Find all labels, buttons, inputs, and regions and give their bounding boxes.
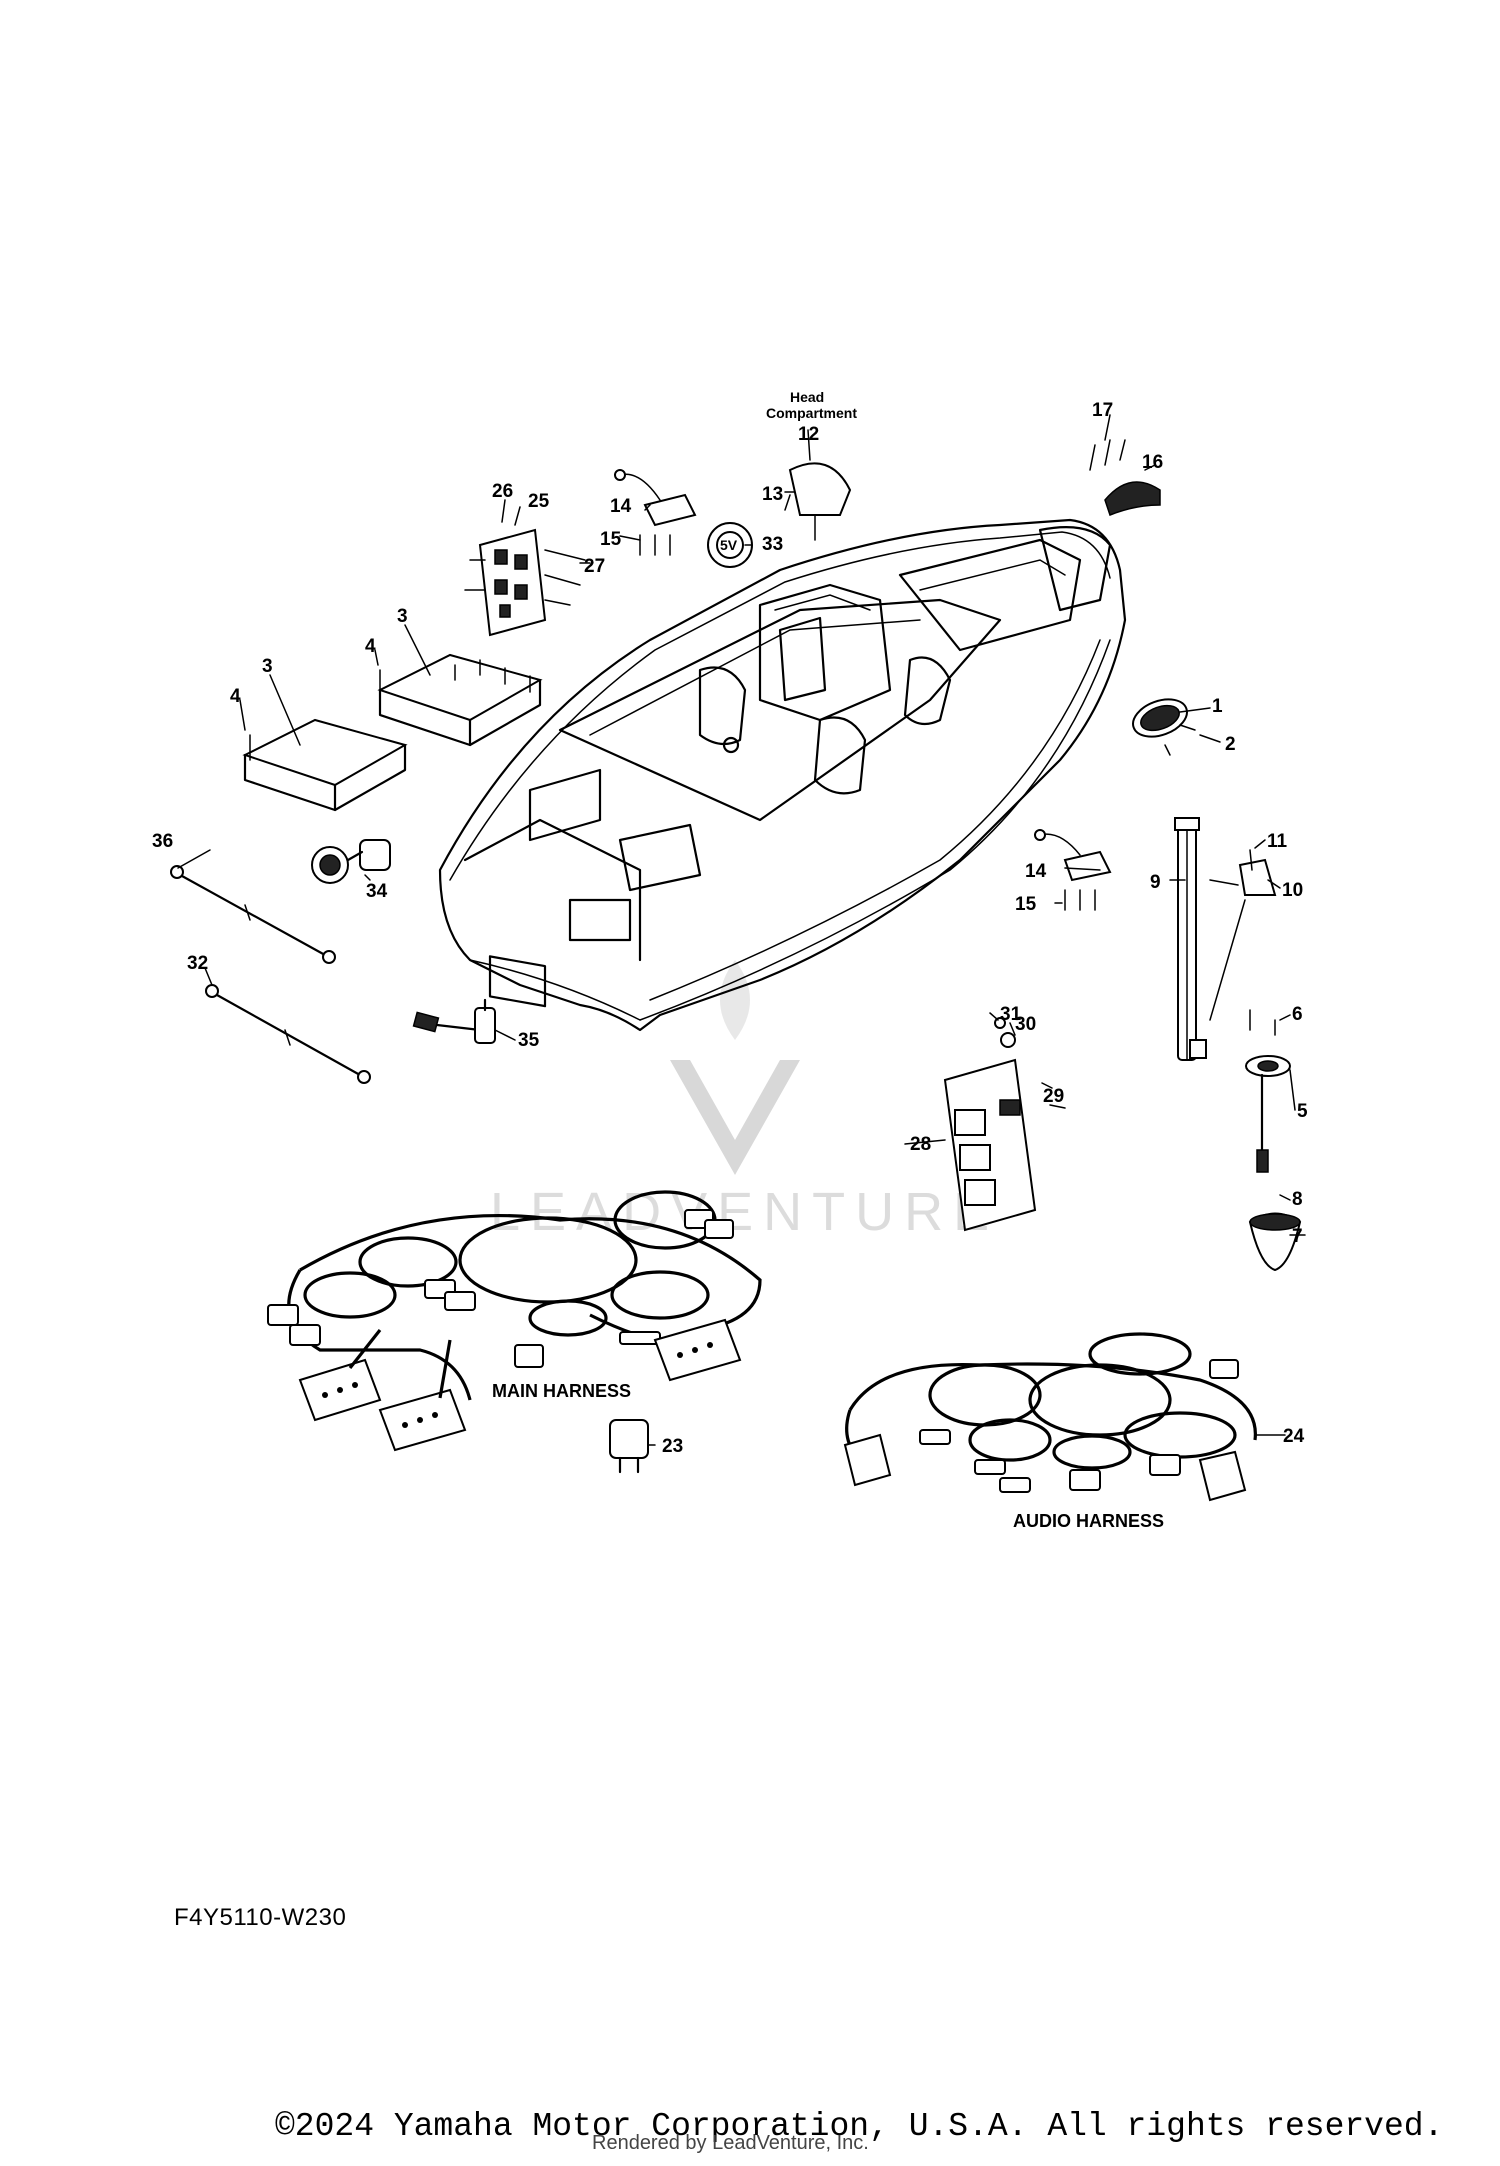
callout-30: 30 <box>1015 1014 1036 1035</box>
usb-charger-part-right <box>1034 829 1112 911</box>
callout-7: 7 <box>1292 1226 1303 1247</box>
socket-5v-label: 5V <box>720 537 738 553</box>
sensor-part-35 <box>412 998 496 1044</box>
callout-8: 8 <box>1292 1189 1303 1210</box>
head-compartment-light-part <box>784 462 852 541</box>
callout-34: 34 <box>366 881 388 902</box>
callout-11: 11 <box>1267 831 1288 852</box>
callout-14a: 14 <box>610 496 632 517</box>
watermark-text: LEADVENTURE <box>490 1182 999 1242</box>
callout-1: 1 <box>1212 696 1223 717</box>
callout-12: 12 <box>798 424 819 445</box>
usb-charger-part-top <box>614 469 697 556</box>
watermark-logo: LEADVENTURE <box>490 960 999 1242</box>
callout-2: 2 <box>1225 734 1236 755</box>
main-harness-label: MAIN HARNESS <box>492 1381 631 1401</box>
speaker-part-1 <box>1132 698 1196 756</box>
relay-part-23 <box>609 1419 649 1474</box>
callout-15a: 15 <box>600 529 622 550</box>
main-harness-wiring <box>267 1190 762 1452</box>
battery-cable-part-32 <box>205 984 371 1084</box>
copyright-notice: ©2024 Yamaha Motor Corporation, U.S.A. A… <box>275 2108 1444 2145</box>
bracket-part-10 <box>1209 849 1277 1021</box>
battery-cable-part-36 <box>170 865 336 964</box>
battery-switch-part <box>311 839 391 884</box>
callout-26: 26 <box>492 481 513 502</box>
callout-17: 17 <box>1092 400 1113 421</box>
diagram-code: F4Y5110-W230 <box>174 1904 347 1931</box>
callout-16: 16 <box>1142 452 1163 473</box>
audio-harness-wiring <box>843 1332 1257 1502</box>
callout-24: 24 <box>1283 1426 1305 1447</box>
5v-socket-part: 5V <box>707 522 753 568</box>
battery-tray-part-left <box>242 718 408 812</box>
callout-10: 10 <box>1282 880 1303 901</box>
callout-23: 23 <box>662 1436 683 1457</box>
bimini-pole-part-9 <box>1174 817 1207 1061</box>
speaker-grille-part-16 <box>1089 439 1161 516</box>
switch-panel-part <box>464 528 586 637</box>
callout-15b: 15 <box>1015 894 1037 915</box>
callout-36: 36 <box>152 831 173 852</box>
callout-labels: 1 2 3 3 4 4 5 6 7 8 9 10 11 12 13 14 14 … <box>152 389 1308 1531</box>
head-compartment-label-line1: Head <box>790 389 824 405</box>
callout-3b: 3 <box>397 606 408 627</box>
callout-25: 25 <box>528 491 550 512</box>
tray-bolts <box>249 659 531 761</box>
callout-4b: 4 <box>365 636 376 657</box>
callout-28: 28 <box>910 1134 931 1155</box>
audio-harness-label: AUDIO HARNESS <box>1013 1511 1164 1531</box>
callout-33: 33 <box>762 534 783 555</box>
callout-29: 29 <box>1043 1086 1064 1107</box>
control-module-part-28 <box>943 1017 1066 1232</box>
callout-3a: 3 <box>262 656 273 677</box>
callout-5: 5 <box>1297 1101 1308 1122</box>
callout-32: 32 <box>187 953 208 974</box>
light-part-7 <box>1248 1212 1302 1272</box>
callout-9: 9 <box>1150 872 1161 893</box>
callout-35: 35 <box>518 1030 540 1051</box>
leader-lines <box>177 414 1306 1446</box>
callout-13: 13 <box>762 484 783 505</box>
callout-6: 6 <box>1292 1004 1303 1025</box>
sender-part-5 <box>1245 1009 1291 1173</box>
rendered-by-notice: Rendered by LeadVenture, Inc. <box>592 2132 869 2154</box>
callout-14b: 14 <box>1025 861 1047 882</box>
callout-27: 27 <box>584 556 605 577</box>
head-compartment-label-line2: Compartment <box>766 405 857 421</box>
callout-4a: 4 <box>230 686 241 707</box>
battery-tray-part-right <box>377 653 543 747</box>
callout-31: 31 <box>1000 1004 1022 1025</box>
boat-hull <box>438 518 1127 1032</box>
